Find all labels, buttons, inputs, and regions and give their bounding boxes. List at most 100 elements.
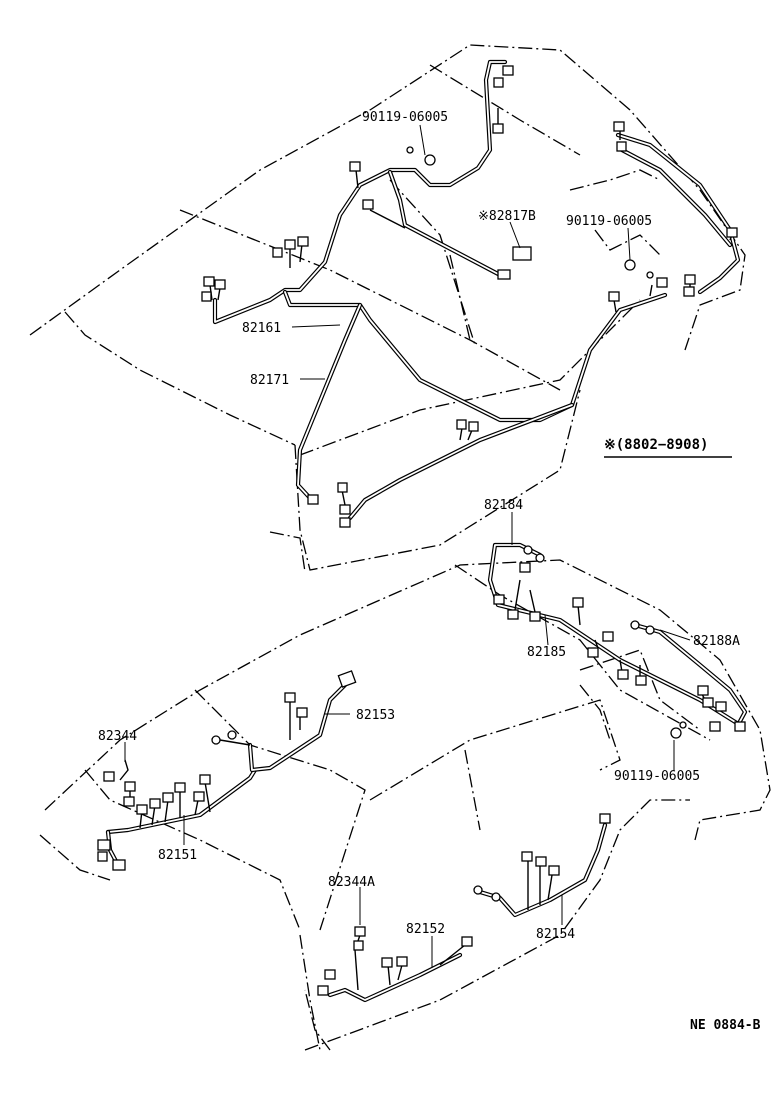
upper-branches (209, 108, 734, 506)
connector (572, 597, 584, 608)
part-82151-label: 82151 (158, 848, 197, 863)
connector (349, 161, 361, 172)
lower-harness-82154 (477, 822, 608, 918)
connector (709, 721, 721, 732)
upper-harness-82161 (212, 59, 668, 423)
bolt (424, 154, 436, 166)
part-82185-label: 82185 (527, 645, 566, 660)
clip (679, 721, 687, 729)
connector (297, 236, 309, 247)
connector (193, 791, 205, 802)
part-82161-label: 82161 (242, 321, 281, 336)
model-range-note: ※(8802−8908) (604, 437, 708, 453)
connector (97, 851, 108, 862)
connector (697, 685, 709, 696)
bolt-right-label: 90119-06005 (566, 214, 652, 229)
connector (307, 494, 319, 505)
clip (491, 892, 501, 902)
connector (519, 562, 531, 573)
connector (635, 675, 647, 686)
clip (406, 146, 414, 154)
lower-leaders (124, 512, 691, 968)
connector (284, 692, 296, 703)
connector (396, 956, 408, 967)
connector (587, 647, 599, 658)
bolt-top-label: 90119-06005 (362, 110, 448, 125)
lower-connectors (97, 545, 746, 996)
connector (656, 277, 668, 288)
connector (461, 936, 473, 947)
part-82817b-label: ※82817B (478, 209, 536, 224)
part-82184-label: 82184 (484, 498, 523, 513)
connector (284, 239, 296, 250)
part-82152-label: 82152 (406, 922, 445, 937)
connector (149, 798, 161, 809)
connector (608, 291, 620, 302)
connector (493, 594, 505, 605)
lower-harness-82152 (327, 952, 463, 1003)
clip (535, 553, 545, 563)
connector (296, 707, 308, 718)
part-82344a-label: 82344A (328, 875, 375, 890)
bolt-lower-label: 90119-06005 (614, 769, 700, 784)
connector (512, 246, 532, 261)
upper-leaders (291, 124, 631, 380)
connector (272, 247, 283, 258)
part-labels: 90119-06005 ※82817B 90119-06005 82161 82… (98, 110, 761, 1033)
connector (201, 291, 212, 302)
connector (162, 792, 174, 803)
connector (726, 227, 738, 238)
connector (599, 813, 611, 824)
connector (339, 517, 351, 528)
connector (124, 781, 136, 792)
connector (456, 419, 467, 430)
part-82344-label: 82344 (98, 729, 137, 744)
part-82154-label: 82154 (536, 927, 575, 942)
connector (362, 199, 374, 210)
connector (324, 969, 336, 980)
connector (684, 274, 696, 285)
connector (734, 721, 746, 732)
connector (616, 141, 627, 152)
connector (493, 77, 504, 88)
connector (174, 782, 186, 793)
bolt (624, 259, 636, 271)
connector (497, 269, 511, 280)
upper-harness-82171 (295, 302, 575, 521)
connector (337, 482, 348, 493)
connector (502, 65, 514, 76)
clip (211, 735, 221, 745)
connector (97, 839, 111, 851)
connector (203, 276, 215, 287)
connector (613, 121, 625, 132)
connector (535, 856, 547, 867)
clip (227, 730, 237, 740)
clip (630, 620, 640, 630)
connector (492, 123, 504, 134)
upper-connectors (201, 65, 738, 528)
connector (507, 609, 519, 620)
connector (521, 851, 533, 862)
upper-body-outline (29, 44, 746, 573)
connector (381, 957, 393, 968)
clip (523, 545, 533, 555)
part-82171-label: 82171 (250, 373, 289, 388)
clip (646, 271, 654, 279)
clip (473, 885, 483, 895)
connector (112, 859, 126, 871)
connector (468, 421, 479, 432)
clip (645, 625, 655, 635)
connector (702, 697, 714, 708)
connector (214, 279, 226, 290)
connector (123, 796, 135, 807)
connector (715, 701, 727, 712)
connector (339, 504, 351, 515)
lower-harness-left (105, 682, 348, 868)
connector (317, 985, 329, 996)
connector (354, 926, 366, 937)
connector (529, 611, 541, 622)
connector (602, 631, 614, 642)
connector (548, 865, 560, 876)
reference-code: NE 0884-B (690, 1018, 761, 1033)
part-82188a-label: 82188A (693, 634, 740, 649)
